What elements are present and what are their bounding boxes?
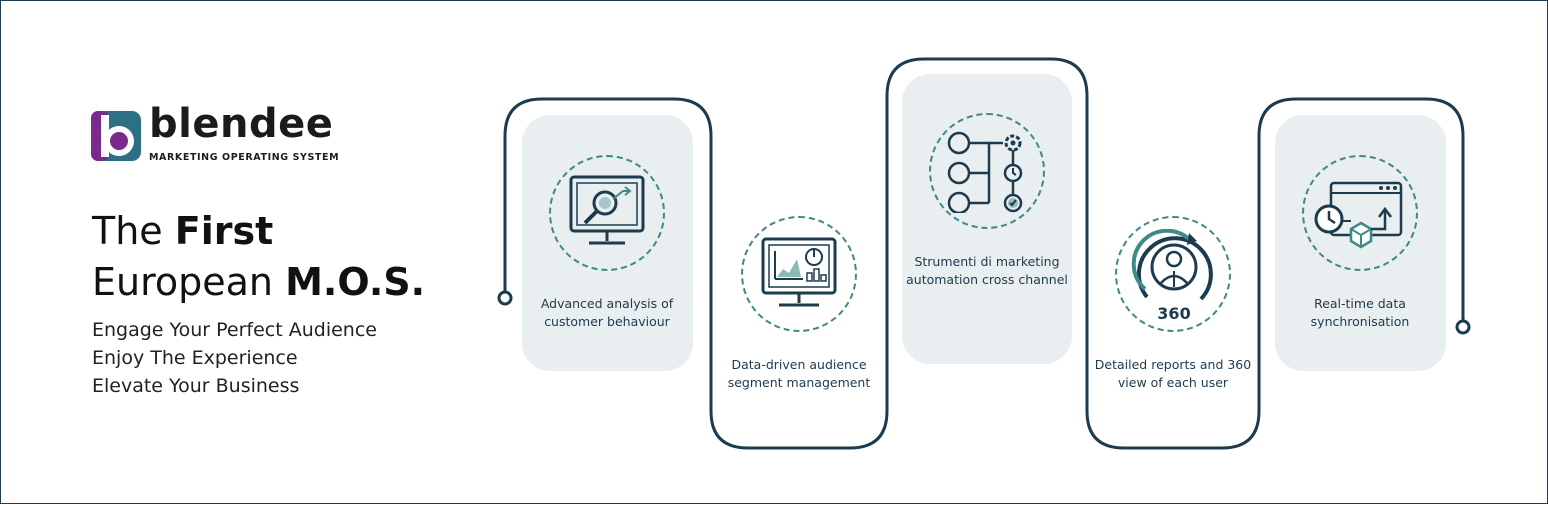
feature-2-icon-ring <box>741 216 857 332</box>
feature-4-label: Detailed reports and 360 view of each us… <box>1094 357 1252 390</box>
feature-1-label: Advanced analysis of customer behaviour <box>540 296 674 329</box>
feature-5-label: Real-time data synchronisation <box>1310 296 1410 329</box>
headline-line-1: The First <box>92 209 273 253</box>
headline-bold-2: M.O.S. <box>285 260 426 304</box>
workflow-automation-icon <box>947 131 1023 213</box>
realtime-sync-icon <box>1314 181 1403 249</box>
headline-regular-2: European <box>92 260 274 304</box>
logo-wordmark: blendee <box>149 101 334 147</box>
blendee-logo-mark-icon <box>91 111 141 161</box>
feature-3-icon-ring <box>929 113 1045 229</box>
logo-tagline: MARKETING OPERATING SYSTEM <box>149 152 340 163</box>
blendee-logo: blendee MARKETING OPERATING SYSTEM <box>91 101 351 166</box>
feature-4-icon-ring <box>1115 216 1231 332</box>
tagline-1: Engage Your Perfect Audience <box>92 319 377 341</box>
feature-5-icon-ring <box>1302 155 1418 271</box>
user-360-icon: 360 <box>1131 229 1213 321</box>
monitor-magnifier-icon <box>569 175 645 245</box>
tagline-3: Elevate Your Business <box>92 375 300 397</box>
feature-1-icon-ring <box>549 155 665 271</box>
headline-bold-1: First <box>174 209 274 253</box>
monitor-charts-icon <box>761 237 837 307</box>
tagline-2: Enjoy The Experience <box>92 347 298 369</box>
headline-regular-1: The <box>92 209 163 253</box>
user-360-icon-text: 360 <box>1157 304 1190 321</box>
feature-2-label: Data-driven audience segment management <box>727 357 871 390</box>
headline-line-2: European M.O.S. <box>92 260 425 304</box>
feature-3-label: Strumenti di marketing automation cross … <box>906 254 1068 287</box>
